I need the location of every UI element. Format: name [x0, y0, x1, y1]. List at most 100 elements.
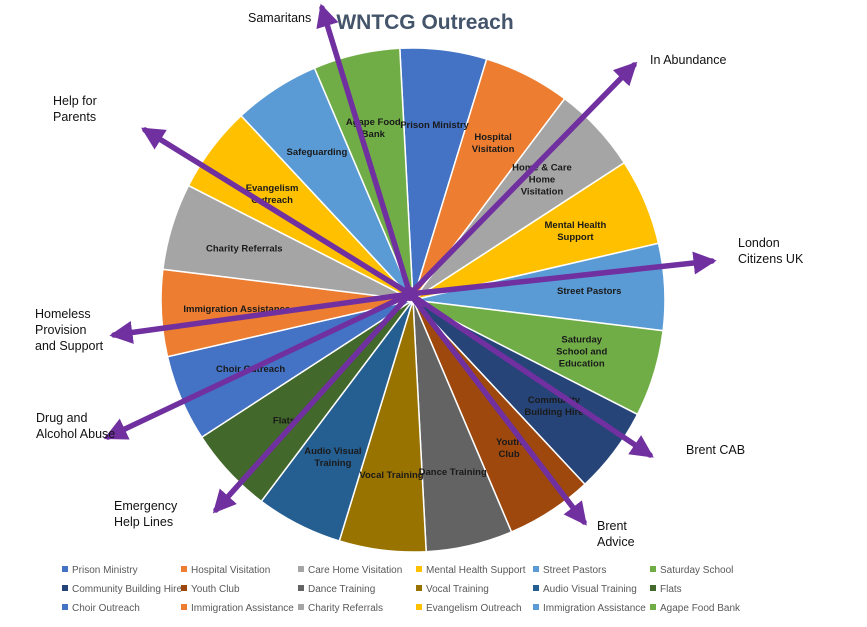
pie-label-street-pastors: Street Pastors [557, 286, 621, 297]
legend-swatch [62, 566, 68, 572]
legend-item-immigration-assistance: Immigration Assistance [181, 603, 294, 614]
legend-swatch [298, 604, 304, 610]
legend-item-saturday-school: Saturday School [650, 565, 733, 576]
legend-item-audio-visual-training: Audio Visual Training [533, 584, 637, 595]
legend-label: Prison Ministry [72, 565, 138, 576]
legend-swatch [181, 566, 187, 572]
arrow-samaritans: Samaritans [248, 3, 413, 297]
diagram-title: WNTCG Outreach [336, 11, 513, 34]
legend-item-agape-food-bank: Agape Food Bank [650, 603, 741, 614]
legend-label: Youth Club [191, 584, 240, 595]
legend-swatch [416, 604, 422, 610]
arrow-line-brent-cab [407, 291, 654, 458]
legend-swatch [533, 585, 539, 591]
arrow-line-london-citizens-uk [407, 251, 717, 297]
legend: Prison Ministry Hospital Visitation Care H… [62, 565, 741, 614]
arrow-label-brent-cab: Brent CAB [686, 443, 745, 457]
pie-slice-agape-food-bank [313, 47, 414, 301]
legend-swatch [62, 585, 68, 591]
legend-item-mental-health-support: Mental Health Support [416, 565, 526, 576]
legend-item-evangelism-outreach: Evangelism Outreach [416, 603, 522, 614]
legend-item-charity-referrals: Charity Referrals [298, 603, 383, 614]
legend-swatch [416, 566, 422, 572]
pie-label-vocal-training: Vocal Training [359, 470, 423, 481]
legend-swatch [298, 566, 304, 572]
legend-item-care-home-visitation: Care Home Visitation [298, 565, 402, 576]
legend-item-community-building-hire: Community Building Hire [62, 584, 182, 595]
legend-label: Immigration Assistance [543, 603, 646, 614]
legend-label: Community Building Hire [72, 584, 182, 595]
legend-item-dance-training: Dance Training [298, 584, 375, 595]
pie-slices [160, 47, 666, 553]
legend-label: Agape Food Bank [660, 603, 741, 614]
arrow-hub [403, 287, 417, 301]
legend-label: Choir Outreach [72, 603, 140, 614]
arrow-line-homeless-provision-and-support [109, 291, 413, 344]
legend-swatch [650, 604, 656, 610]
legend-swatch [181, 585, 187, 591]
pie-label-charity-referrals: Charity Referrals [206, 243, 283, 254]
legend-label: Immigration Assistance [191, 603, 294, 614]
legend-label: Street Pastors [543, 565, 606, 576]
legend-item-choir-outreach: Choir Outreach [62, 603, 140, 614]
legend-item-vocal-training: Vocal Training [416, 584, 489, 595]
legend-label: Flats [660, 584, 682, 595]
arrow-label-in-abundance: In Abundance [650, 53, 727, 67]
pie-label-dance-training: Dance Training [419, 467, 487, 478]
legend-label: Audio Visual Training [543, 584, 637, 595]
arrow-label-samaritans: Samaritans [248, 11, 311, 25]
legend-item-youth-club: Youth Club [181, 584, 240, 595]
legend-label: Charity Referrals [308, 603, 383, 614]
legend-item-flats: Flats [650, 584, 682, 595]
legend-label: Mental Health Support [426, 565, 526, 576]
arrow-line-emergency-help-lines [212, 291, 413, 514]
legend-swatch [533, 604, 539, 610]
legend-item-hospital-visitation: Hospital Visitation [181, 565, 270, 576]
pie-label-safeguarding: Safeguarding [287, 147, 348, 158]
arrow-line-samaritans [316, 3, 413, 297]
legend-label: Care Home Visitation [308, 565, 402, 576]
legend-item-prison-ministry: Prison Ministry [62, 565, 138, 576]
arrow-line-brent-advice [407, 291, 587, 526]
legend-swatch [650, 566, 656, 572]
legend-swatch [533, 566, 539, 572]
legend-item-street-pastors: Street Pastors [533, 565, 606, 576]
legend-label: Hospital Visitation [191, 565, 270, 576]
legend-swatch [416, 585, 422, 591]
legend-swatch [650, 585, 656, 591]
arrow-line-in-abundance [407, 61, 638, 297]
legend-label: Evangelism Outreach [426, 603, 522, 614]
legend-label: Vocal Training [426, 584, 489, 595]
pie-label-flats: Flats [273, 415, 295, 426]
legend-swatch [181, 604, 187, 610]
arrow-line-help-for-parents [141, 127, 413, 297]
legend-label: Dance Training [308, 584, 375, 595]
legend-swatch [298, 585, 304, 591]
pie-label-immigration-assistance: Immigration Assistance [183, 304, 290, 315]
arrow-line-drug-and-alcohol-abuse [103, 291, 413, 440]
pie-label-prison-ministry: Prison Ministry [400, 120, 469, 131]
arrow-in-abundance: In Abundance [407, 53, 727, 297]
